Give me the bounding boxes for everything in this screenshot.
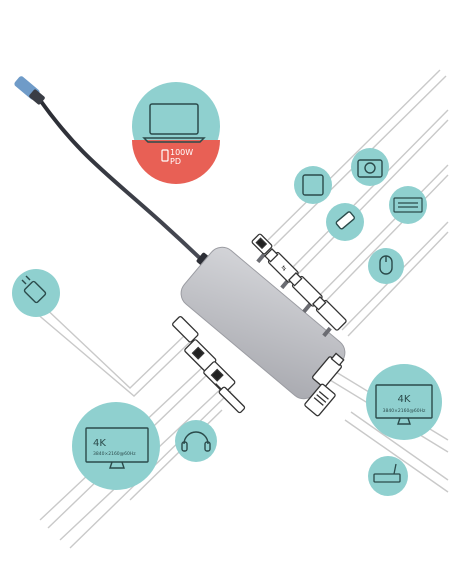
svg-text:⇆: ⇆ <box>279 264 288 273</box>
monitor-icon <box>85 427 149 469</box>
usb-stick-badge <box>326 203 364 241</box>
displayport-connector-1 <box>184 339 217 372</box>
power-plug-icon <box>21 275 47 304</box>
usb-c-connector <box>251 233 273 255</box>
usb-c-pd-connector <box>172 316 199 343</box>
connectors-upper-right: ⇆ <box>251 233 347 331</box>
headset-icon <box>181 431 211 452</box>
camera-badge <box>351 148 389 186</box>
connectors-lower-right <box>304 352 345 417</box>
camera-icon <box>357 159 383 178</box>
ethernet-connector <box>304 383 336 417</box>
left-monitor-resolution: 4K <box>93 438 106 449</box>
mouse-badge <box>368 248 404 284</box>
router-badge <box>368 456 408 496</box>
charger-badge <box>12 269 60 317</box>
laptop-icon <box>142 103 206 143</box>
hdmi-connector <box>312 352 345 388</box>
displayport-connector-2 <box>203 361 236 394</box>
power-pd: PD <box>170 157 181 166</box>
keyboard-badge <box>389 186 427 224</box>
monitor-icon <box>375 384 433 425</box>
power-watts: 100W <box>170 148 193 157</box>
tablet-badge <box>294 166 332 204</box>
usb-a-connector-1: ⇆ <box>263 247 299 283</box>
left-monitor-badge: 4K 3840×2160@60Hz <box>72 402 160 490</box>
keyboard-icon <box>393 197 423 213</box>
power-delivery-badge: 100W PD <box>132 82 220 184</box>
right-monitor-badge: 4K 3840×2160@60Hz <box>366 364 442 440</box>
right-monitor-detail: 3840×2160@60Hz <box>383 408 426 414</box>
right-monitor-resolution: 4K <box>398 394 411 405</box>
audio-jack-connector <box>215 383 246 414</box>
mouse-icon <box>379 255 393 275</box>
power-band <box>132 140 220 184</box>
left-monitor-detail: 3840×2160@60Hz <box>93 451 136 457</box>
headset-badge <box>175 420 217 462</box>
usb-a-connector-3 <box>311 295 347 331</box>
router-icon <box>373 463 401 483</box>
usb-stick-icon <box>335 211 355 230</box>
connectors-left <box>172 316 246 414</box>
tablet-icon <box>302 174 324 196</box>
